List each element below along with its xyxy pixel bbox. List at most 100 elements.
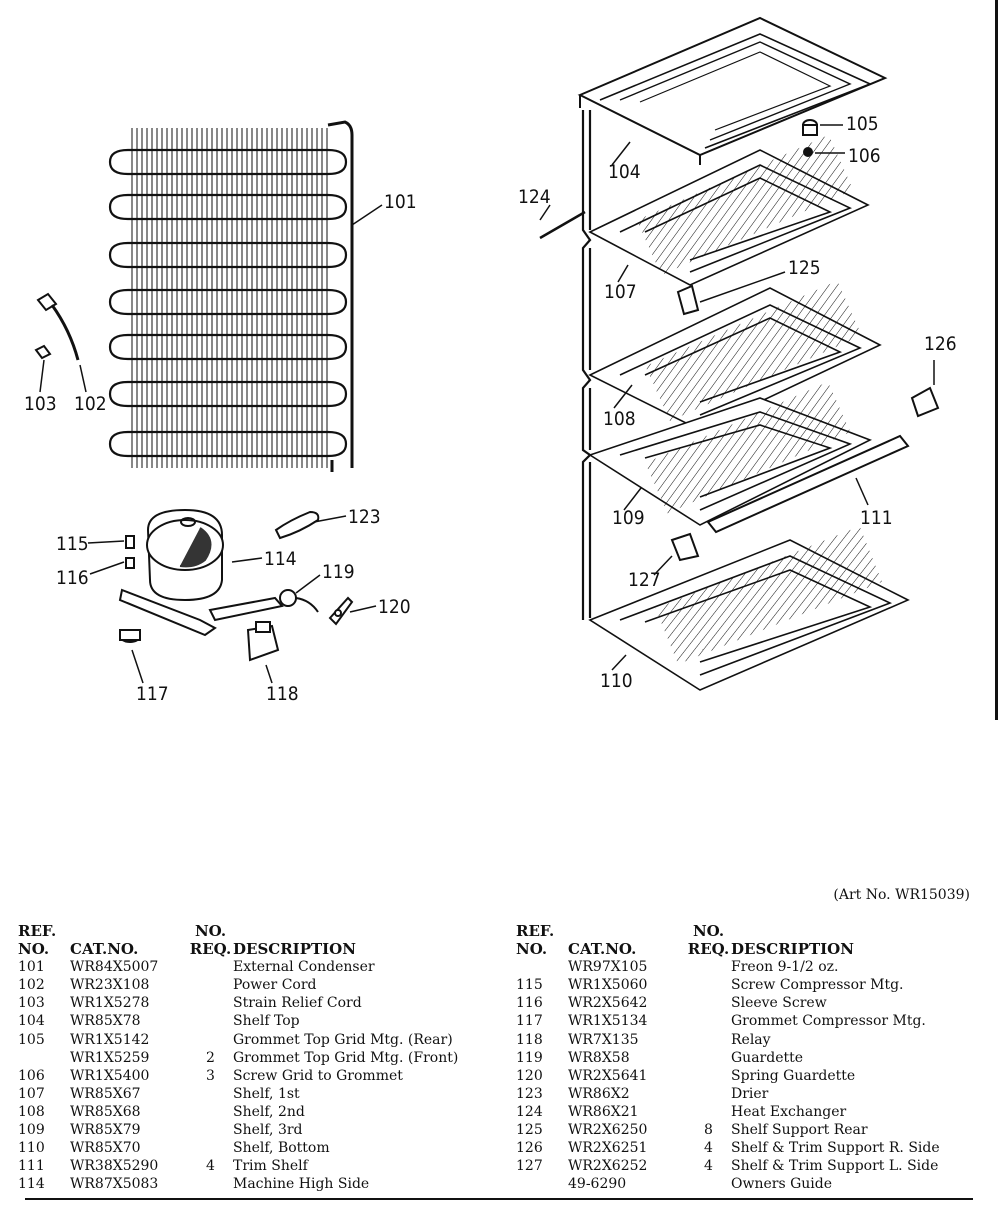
power-cord	[34, 292, 80, 361]
cat-no: WR85X67	[70, 1085, 141, 1102]
ref-no: 118	[516, 1031, 543, 1048]
ref-no: 109	[18, 1122, 45, 1139]
description: Grommet Compressor Mtg.	[731, 1013, 926, 1030]
callout-103: 103	[24, 393, 57, 415]
shelf-support-rear	[676, 284, 700, 316]
description: Shelf Top	[233, 1013, 300, 1030]
sleeve-screw	[125, 557, 135, 569]
shelf-bottom	[588, 526, 910, 691]
relay	[246, 621, 280, 662]
callout-119: 119	[322, 561, 355, 583]
page-edge-rule	[995, 0, 998, 720]
description: Strain Relief Cord	[233, 995, 362, 1012]
ref-no: 124	[516, 1103, 543, 1120]
cat-no: WR85X68	[70, 1103, 141, 1120]
cat-no: WR38X5290	[70, 1158, 159, 1175]
callout-107: 107	[604, 281, 637, 303]
shelf-top	[577, 16, 888, 165]
ref-no: 101	[18, 959, 45, 976]
ref-no: 111	[18, 1158, 45, 1175]
callout-120: 120	[378, 596, 411, 618]
cat-no: WR2X6252	[568, 1158, 648, 1175]
cat-no: WR8X58	[568, 1049, 630, 1066]
callout-101: 101	[384, 191, 417, 213]
description: Trim Shelf	[233, 1158, 308, 1175]
cat-no: WR2X6250	[568, 1122, 648, 1139]
ref-no: 126	[516, 1140, 543, 1157]
header-req: REQ.	[687, 940, 730, 959]
description: Shelf, 2nd	[233, 1103, 305, 1120]
description: Shelf & Trim Support R. Side	[731, 1140, 940, 1157]
qty-req	[188, 1139, 233, 1157]
callout-110: 110	[600, 670, 633, 692]
callout-115: 115	[56, 533, 89, 555]
header-no: NO.	[18, 940, 50, 959]
qty-req	[188, 994, 233, 1012]
ref-no: 107	[18, 1085, 45, 1102]
cabinet-frame	[581, 110, 592, 620]
qty-req: 8	[704, 1122, 713, 1139]
qty-req	[686, 1012, 731, 1030]
screw-grid-to-grommet	[803, 147, 813, 157]
qty-req	[188, 1103, 233, 1121]
cat-no: WR1X5278	[70, 995, 150, 1012]
description: Grommet Top Grid Mtg. (Rear)	[233, 1031, 453, 1048]
callout-108: 108	[603, 408, 636, 430]
qty-req: 2	[206, 1049, 215, 1066]
bottom-rule	[25, 1198, 973, 1200]
callout-105: 105	[846, 113, 879, 135]
external-condenser	[108, 120, 354, 472]
table-row: 103 WR1X5278 Strain Relief Cord	[18, 994, 478, 1012]
compressor	[118, 508, 284, 637]
qty-req	[686, 1049, 731, 1067]
ref-no	[516, 1175, 568, 1193]
cat-no: WR86X21	[568, 1103, 639, 1120]
grommet-top-grid	[802, 119, 818, 136]
shelf-3rd	[588, 381, 872, 526]
qty-req	[188, 1012, 233, 1030]
ref-no: 120	[516, 1067, 543, 1084]
description: Shelf, 1st	[233, 1085, 300, 1102]
qty-req: 4	[206, 1158, 215, 1175]
guardette	[279, 589, 319, 613]
screw-compressor-mtg	[125, 535, 135, 549]
cat-no: WR7X135	[568, 1031, 639, 1048]
table-header-row: NO. CAT.NO. REQ. DESCRIPTION	[516, 940, 986, 958]
art-number: (Art No. WR15039)	[833, 887, 970, 903]
ref-no: 110	[18, 1140, 45, 1157]
description: Shelf, Bottom	[233, 1140, 330, 1157]
ref-no	[18, 1049, 70, 1067]
qty-req	[188, 1085, 233, 1103]
qty-req	[188, 958, 233, 976]
cat-no: WR1X5134	[568, 1013, 648, 1030]
cat-no: WR23X108	[70, 977, 150, 994]
description: Shelf Support Rear	[731, 1122, 868, 1139]
shelf-trim-support-l	[670, 532, 700, 562]
shelf-trim-support-r	[910, 386, 940, 418]
qty-req	[686, 1067, 731, 1085]
description: Screw Grid to Grommet	[233, 1067, 403, 1084]
parts-table-left: REF. NO. NO. CAT.NO. REQ. DESCRIPTION 10…	[18, 922, 478, 1193]
header-description: DESCRIPTION	[233, 940, 356, 959]
drier	[274, 510, 320, 540]
parts-diagram: 101 102 103 104 105 106 107 108 109 110 …	[24, 16, 957, 705]
ref-no: 103	[18, 995, 45, 1012]
callout-106: 106	[848, 145, 881, 167]
ref-no: 106	[18, 1067, 45, 1084]
qty-req	[686, 994, 731, 1012]
table-header-row: NO. CAT.NO. REQ. DESCRIPTION	[18, 940, 478, 958]
callout-111: 111	[860, 507, 893, 529]
description: Shelf & Trim Support L. Side	[731, 1158, 939, 1175]
cat-no: WR97X105	[568, 959, 648, 976]
cat-no: WR2X5642	[568, 995, 648, 1012]
